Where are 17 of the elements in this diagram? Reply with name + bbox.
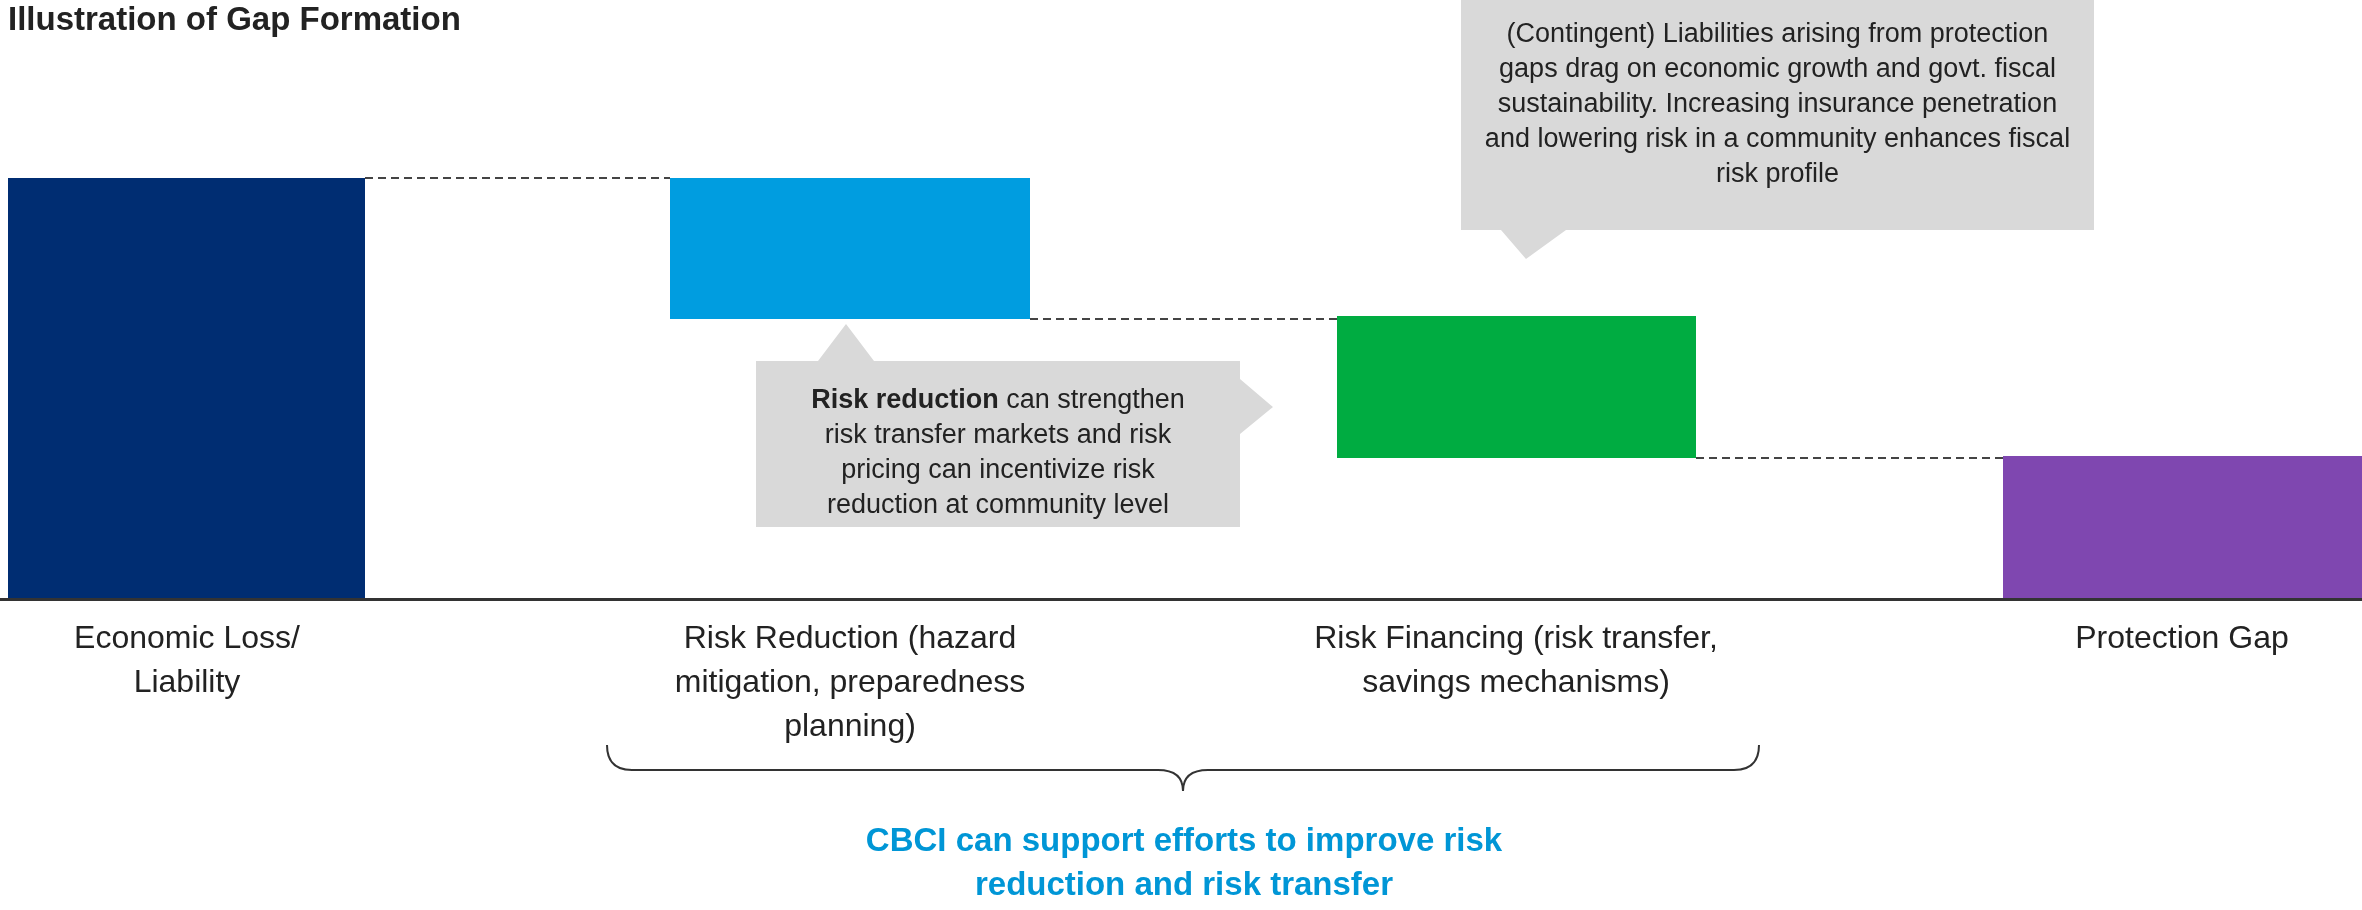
category-label: Risk Financing (risk transfer, savings mechanisms) [1313,618,1719,701]
waterfall-bar [8,178,365,598]
waterfall-bar [1337,316,1696,458]
callout-text: Risk reduction can strengthen risk transfer markets and risk pricing can incentivize risk reduction at community level [810,383,1186,521]
summary-note: CBCI can support efforts to improve risk reduction and risk transfer [864,820,1504,904]
connector-line [364,177,671,179]
category-label: Protection Gap [2074,618,2290,657]
waterfall-bar [670,178,1030,319]
callout-bubble [1461,0,2094,259]
category-label: Economic Loss/ Liability [73,618,301,701]
chart-title: Illustration of Gap Formation [8,0,461,38]
category-label: Risk Reduction (hazard mitigation, preparedness planning) [673,618,1027,745]
connector-line [1029,318,1338,320]
waterfall-bar [2003,456,2362,598]
connector-line [1695,457,2004,459]
callout-bubble [756,324,1273,527]
callout-text: (Contingent) Liabilities arising from protection gaps drag on economic growth and govt. fiscal sustainability. Increasing insurance penetration and lowering risk in a community enhances fiscal risk profile [1483,17,2072,190]
